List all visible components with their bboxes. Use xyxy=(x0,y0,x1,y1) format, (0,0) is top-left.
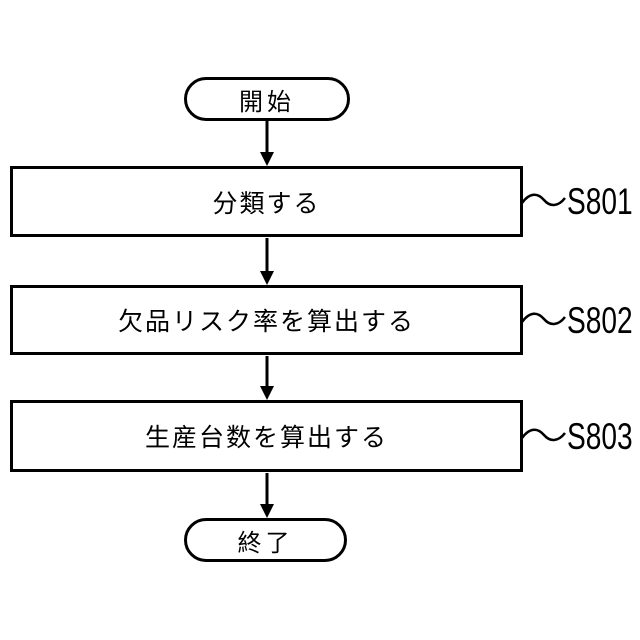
process-step-label: 生産台数を算出する xyxy=(144,424,388,452)
process-step-label: 分類する xyxy=(212,189,321,218)
tag-connector-tilde xyxy=(520,428,566,442)
start-terminal-label: 開始 xyxy=(239,88,295,116)
start-terminal: 開始 xyxy=(184,77,350,121)
tag-connector-tilde xyxy=(520,193,566,207)
process-step-label: 欠品リスク率を算出する xyxy=(117,308,415,336)
process-step-classify: 分類する xyxy=(10,166,523,237)
process-step-production-volume: 生産台数を算出する xyxy=(10,400,523,472)
arrow-down-icon xyxy=(260,238,274,285)
end-terminal: 終了 xyxy=(184,518,347,562)
step-tag-s802: S802 xyxy=(567,300,633,341)
process-step-stockout-risk: 欠品リスク率を算出する xyxy=(10,285,523,355)
arrow-down-icon xyxy=(260,473,274,518)
arrow-down-icon xyxy=(260,356,274,400)
arrow-down-icon xyxy=(260,121,274,166)
tag-connector-tilde xyxy=(520,312,566,326)
step-tag-s801: S801 xyxy=(567,181,633,222)
end-terminal-label: 終了 xyxy=(237,529,294,557)
step-tag-s803: S803 xyxy=(567,416,633,457)
